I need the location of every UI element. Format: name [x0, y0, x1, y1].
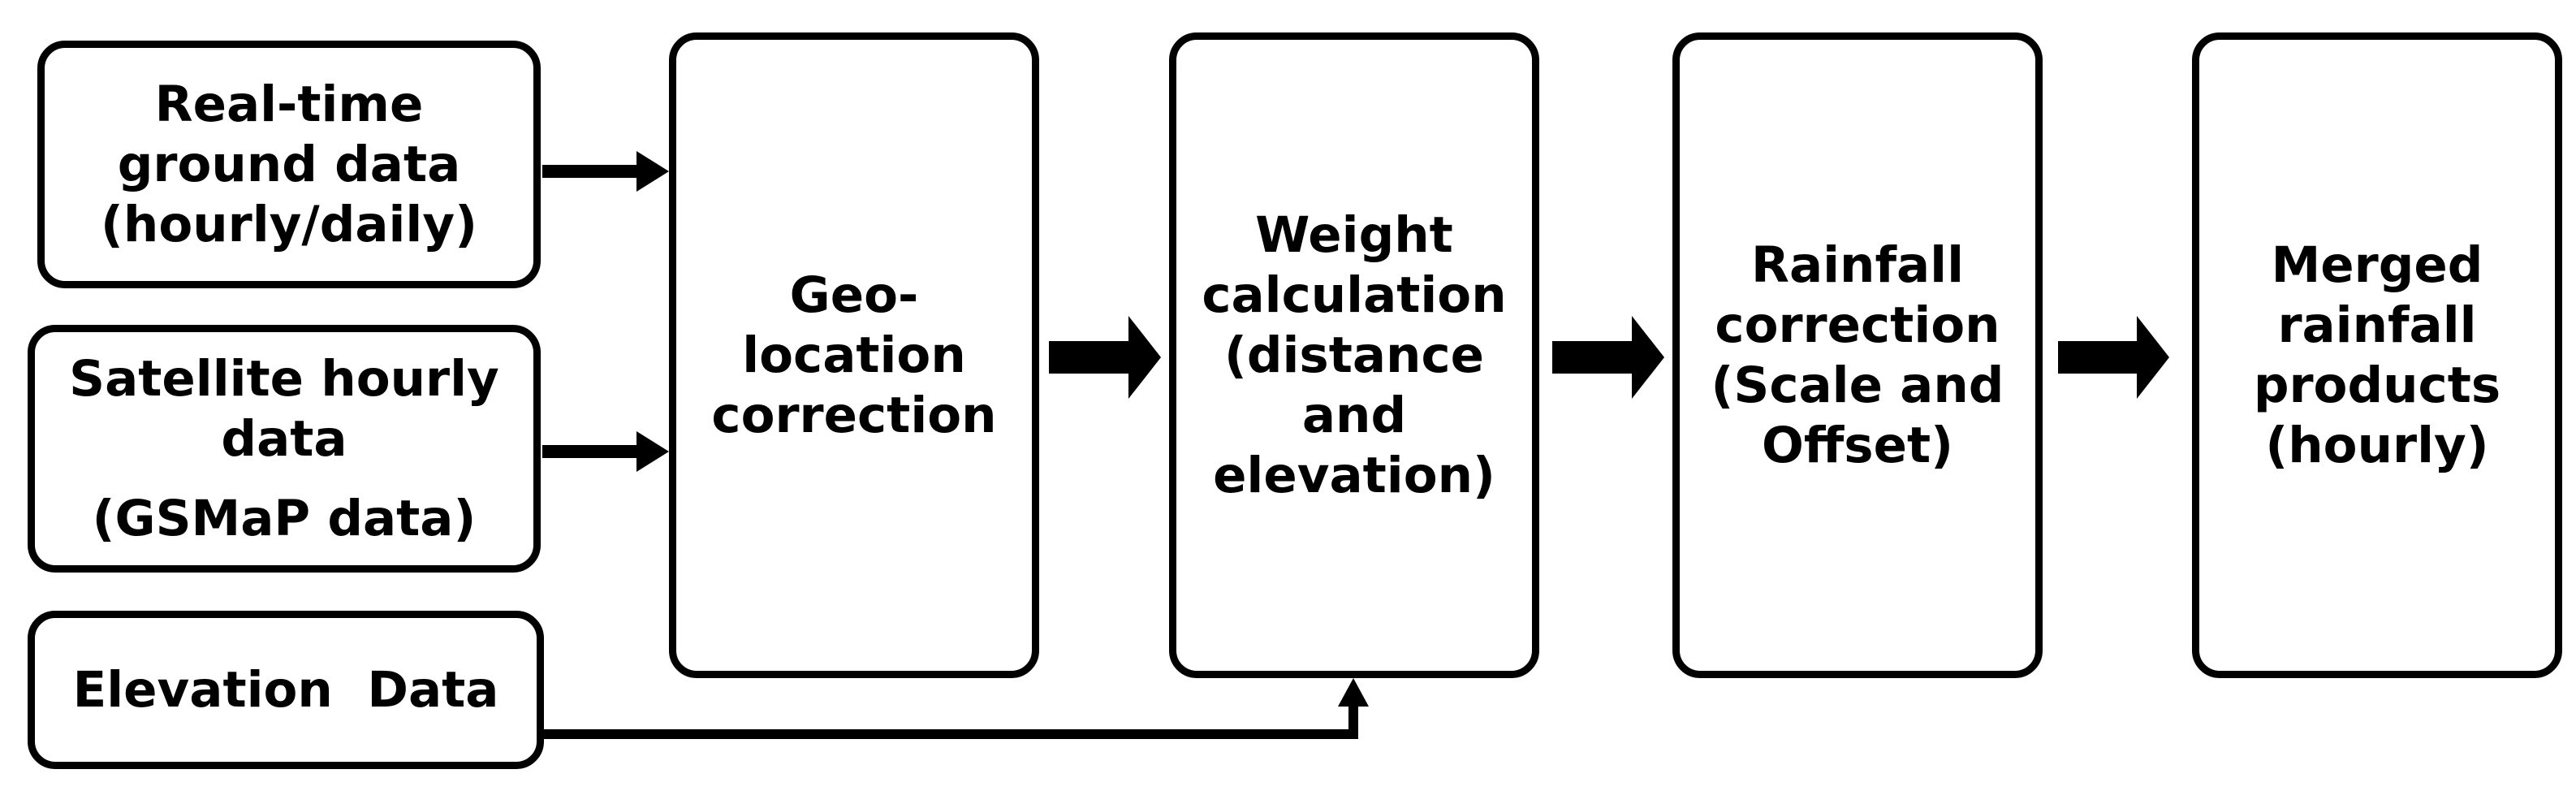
merged-rainfall-products-box: Merged rainfall products (hourly) — [2192, 32, 2562, 678]
arrow-geo-to-weight — [1049, 316, 1161, 399]
satellite-data-box: Satellite hourly data (GSMaP data) — [28, 325, 541, 573]
box-text-line: correction — [711, 386, 997, 444]
box-text-line: (hourly) — [2265, 416, 2489, 474]
arrow-rainfall-to-merged — [2058, 316, 2169, 399]
realtime-ground-data-box: Real-time ground data (hourly/daily) — [37, 41, 541, 288]
box-text-line: Offset) — [1762, 416, 1953, 474]
box-text-line: data — [221, 409, 347, 468]
arrow-elevation-to-weight — [544, 678, 1369, 739]
box-text-line: Merged — [2271, 236, 2483, 294]
arrow-satellite-to-geo — [542, 431, 669, 472]
box-text-line: products — [2253, 356, 2501, 414]
box-text-line: Geo- — [789, 266, 919, 324]
box-text-line: Rainfall — [1751, 236, 1964, 294]
box-text-line: ground data — [117, 135, 461, 193]
box-text-line: (hourly/daily) — [101, 195, 477, 253]
box-text-line: Real-time — [154, 75, 424, 133]
weight-calculation-box: Weight calculation (distance and elevati… — [1169, 32, 1539, 678]
box-text-line: rainfall — [2277, 296, 2477, 354]
box-text-line: (Scale and — [1711, 356, 2004, 414]
box-text-line: (GSMaP data) — [92, 489, 477, 547]
arrow-ground-to-geo — [542, 151, 669, 192]
box-text-line: calculation — [1202, 266, 1507, 324]
box-text-line: location — [742, 326, 966, 384]
rainfall-correction-box: Rainfall correction (Scale and Offset) — [1672, 32, 2043, 678]
box-text-line: and — [1301, 386, 1407, 444]
box-text-line: elevation) — [1213, 446, 1495, 504]
box-text-line: Elevation Data — [72, 660, 499, 719]
box-text-line: Weight — [1255, 205, 1453, 264]
box-text-line: Satellite hourly — [69, 349, 499, 408]
box-text-line: correction — [1715, 296, 2000, 354]
box-text-line: (distance — [1223, 326, 1485, 384]
geo-location-correction-box: Geo- location correction — [669, 32, 1039, 678]
arrow-weight-to-rainfall — [1552, 316, 1664, 399]
elevation-data-box: Elevation Data — [28, 611, 544, 769]
